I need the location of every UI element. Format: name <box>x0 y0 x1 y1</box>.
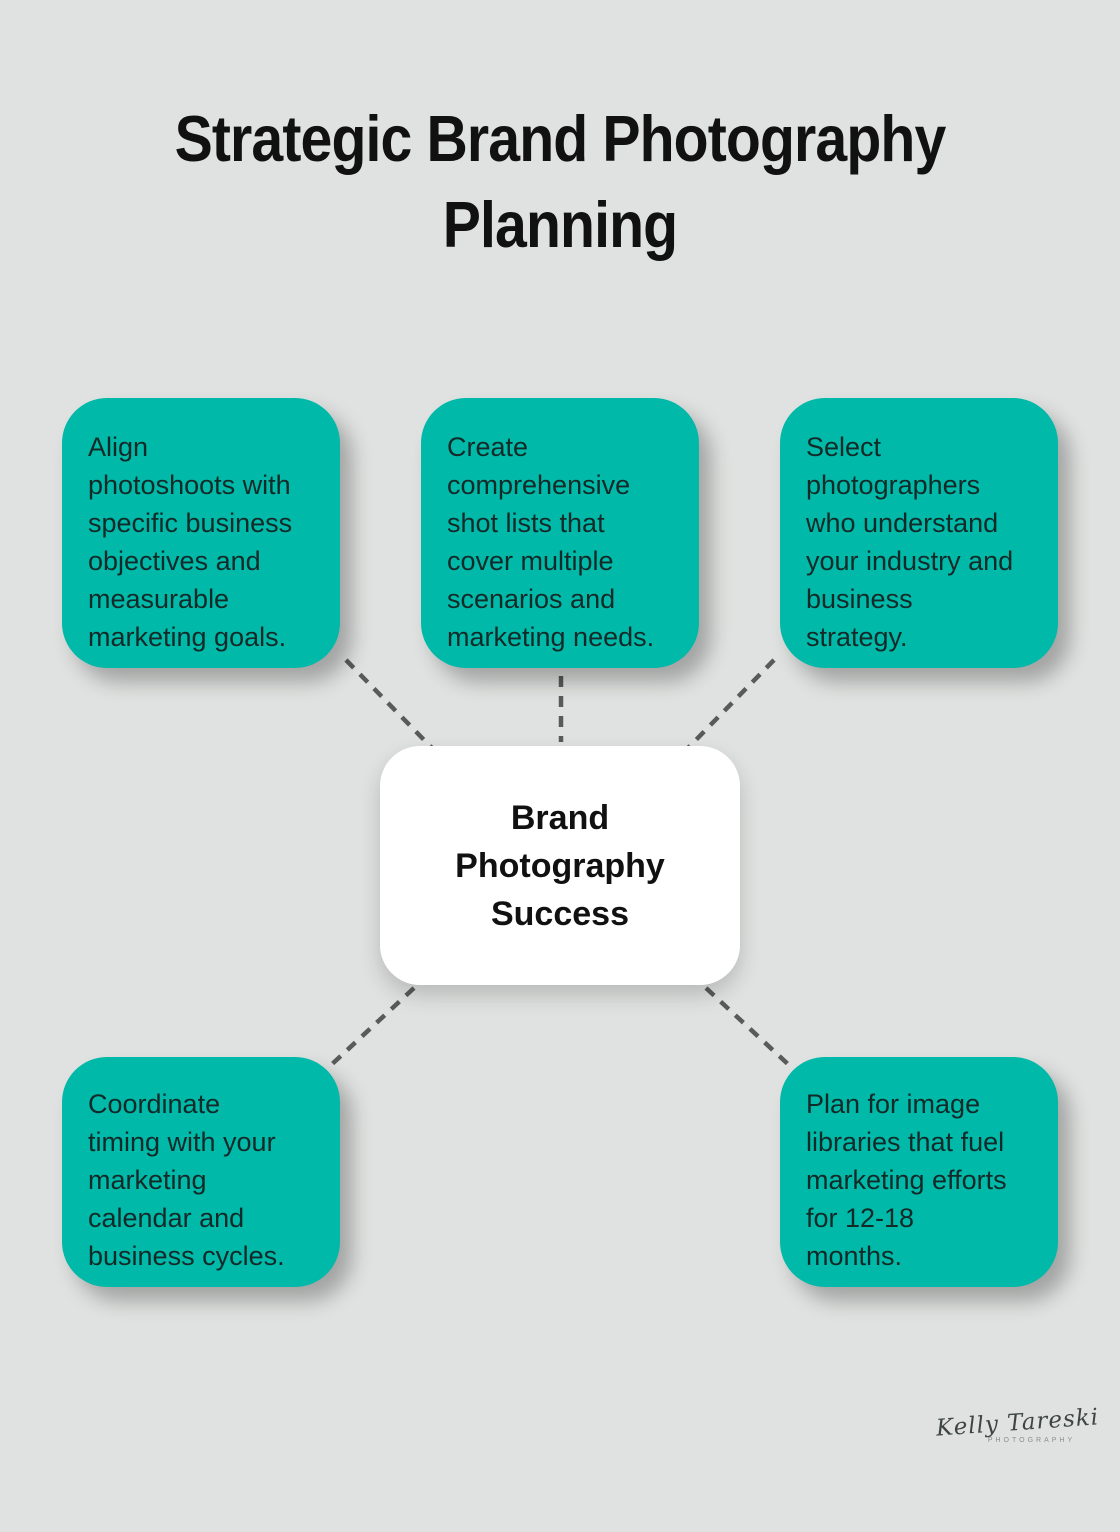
branch-node-image-libraries: Plan for image libraries that fuel marke… <box>780 1057 1058 1287</box>
photographer-signature: Kelly Tareski PHOTOGRAPHY <box>930 1404 1105 1444</box>
branch-node-align-photoshoots: Align photoshoots with specific business… <box>62 398 340 668</box>
branch-node-text: Plan for image libraries that fuel marke… <box>806 1089 1007 1271</box>
branch-node-text: Coordinate timing with your marketing ca… <box>88 1089 285 1271</box>
connector-line-top-right <box>686 658 776 750</box>
center-node: Brand Photography Success <box>380 746 740 985</box>
branch-node-shot-lists: Create comprehensive shot lists that cov… <box>421 398 699 668</box>
branch-node-text: Align photoshoots with specific business… <box>88 432 293 652</box>
branch-node-text: Create comprehensive shot lists that cov… <box>447 432 655 652</box>
connector-line-top-left <box>344 658 434 750</box>
center-node-label: Brand Photography Success <box>455 798 665 933</box>
page-title: Strategic Brand Photography Planning <box>174 102 947 261</box>
branch-node-select-photographers: Select photographers who understand your… <box>780 398 1058 668</box>
connector-line-bottom-right <box>704 986 792 1068</box>
connector-line-bottom-left <box>328 986 416 1068</box>
branch-node-coordinate-timing: Coordinate timing with your marketing ca… <box>62 1057 340 1287</box>
signature-subtitle: PHOTOGRAPHY <box>987 1437 1076 1444</box>
branch-node-text: Select photographers who understand your… <box>806 432 1014 652</box>
